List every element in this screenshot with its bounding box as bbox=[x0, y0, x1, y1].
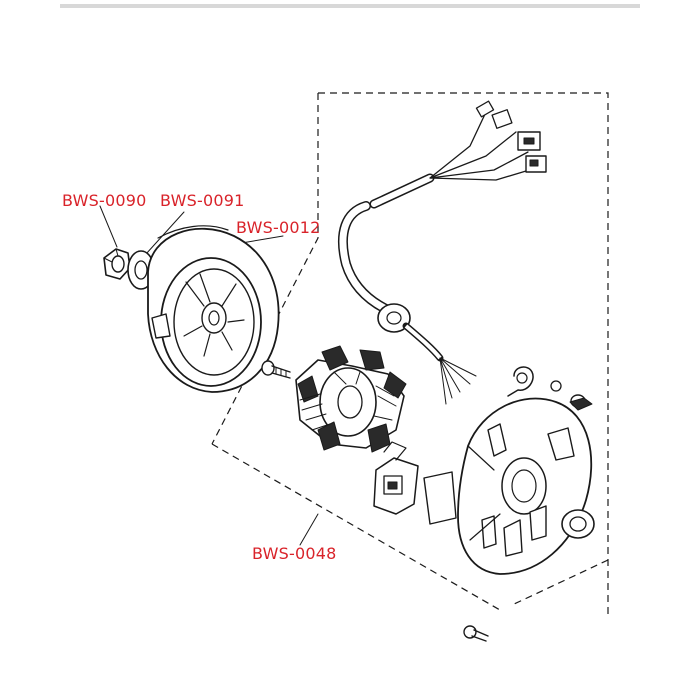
top-divider bbox=[60, 4, 640, 8]
stator-base-plate-part bbox=[423, 397, 593, 575]
wiring-harness-part bbox=[337, 100, 547, 405]
label-bws-0090: BWS-0090 bbox=[62, 191, 147, 210]
flywheel-part bbox=[147, 225, 280, 393]
label-bws-0091: BWS-0091 bbox=[160, 191, 245, 210]
nut-part bbox=[103, 248, 131, 280]
label-bws-0048: BWS-0048 bbox=[252, 544, 337, 563]
label-bws-0012: BWS-0012 bbox=[236, 218, 321, 237]
oil-seal-part bbox=[561, 509, 595, 539]
stator-screw-part bbox=[261, 360, 291, 379]
assembly-boundary bbox=[211, 92, 609, 615]
clamp-screw-part bbox=[507, 366, 593, 411]
stator-part bbox=[295, 345, 407, 453]
bottom-bolt-part bbox=[463, 625, 489, 642]
pickup-coil-part bbox=[373, 441, 419, 515]
